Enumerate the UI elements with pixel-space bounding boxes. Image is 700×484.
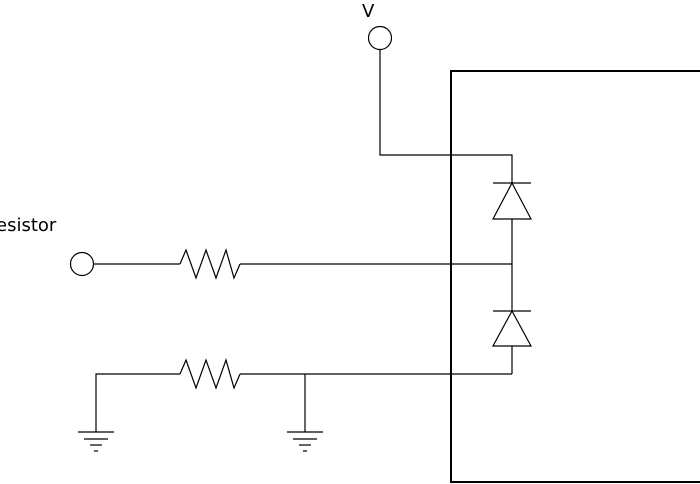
ground-symbol-right [287, 431, 323, 452]
input-resistor [179, 248, 241, 280]
ground-symbol-left [78, 431, 114, 452]
supply-wire [379, 50, 513, 183]
input-terminal [69, 251, 95, 277]
diode-upper [492, 181, 532, 220]
diode-lower [491, 309, 533, 347]
ground-wire-left [95, 373, 180, 432]
supply-label: V [362, 1, 375, 22]
input-label: esistor [0, 215, 57, 236]
ground-resistor [179, 358, 241, 390]
supply-terminal [367, 25, 393, 51]
chip-outline [450, 70, 700, 483]
